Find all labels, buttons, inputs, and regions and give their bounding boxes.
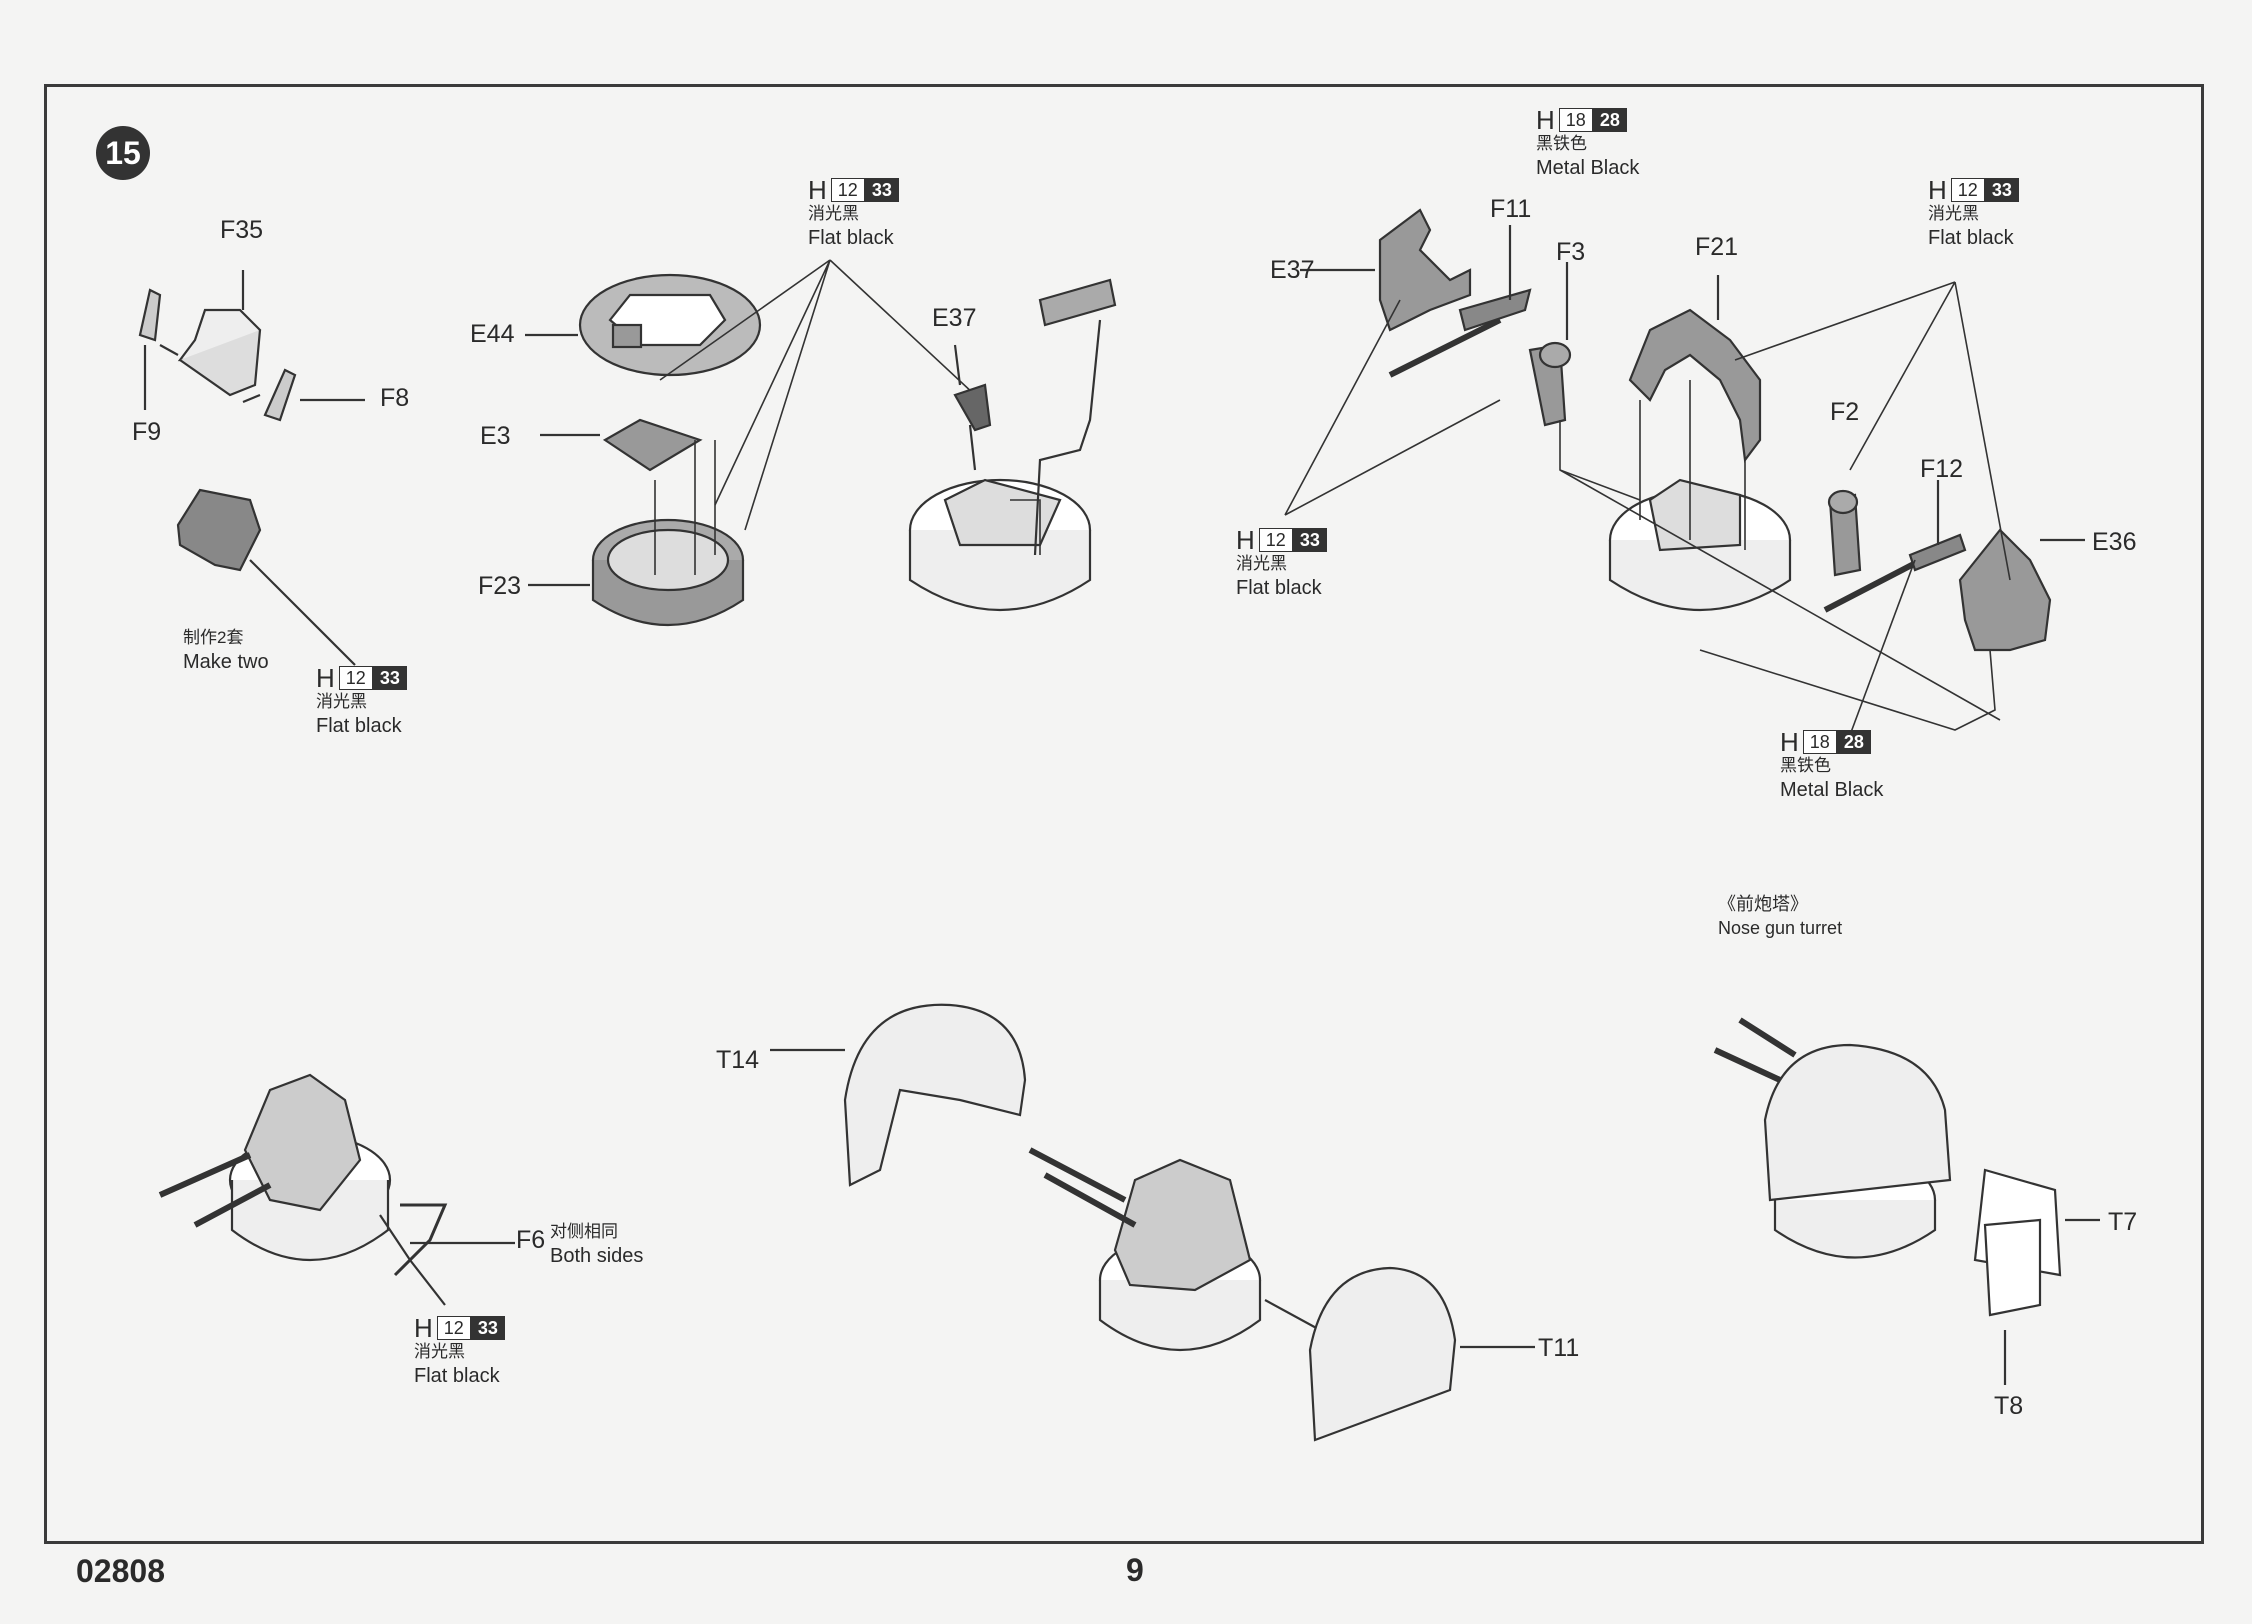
- part-label-t14: T14: [716, 1046, 760, 1074]
- part-label-f6: F6: [516, 1226, 546, 1254]
- part-t11-hood-drawing: [1308, 1266, 1535, 1442]
- step-number-badge: 15: [96, 126, 150, 180]
- page-number: 9: [1126, 1552, 1144, 1588]
- part-f21-shield-drawing: [1628, 275, 1762, 463]
- part-e3-bracket-drawing: [540, 418, 703, 472]
- note-nose-gun-turret: 《前炮塔》 Nose gun turret: [1718, 894, 1843, 938]
- part-e37-frame-drawing: [1300, 208, 1472, 332]
- part-label-e37-center: E37: [932, 304, 977, 332]
- part-label-f12: F12: [1920, 455, 1964, 483]
- part-upper-right-base-drawing: [1608, 380, 1792, 611]
- part-bracket-drawing: [176, 488, 356, 666]
- kit-code: 02808: [76, 1553, 165, 1589]
- part-f3-mount-drawing: [1528, 262, 1572, 427]
- part-label-t8: T8: [1994, 1392, 2024, 1420]
- part-label-f8: F8: [380, 384, 410, 412]
- part-label-f11: F11: [1490, 195, 1532, 223]
- part-label-e37-right: E37: [1270, 256, 1315, 284]
- part-e36-frame-drawing: [1958, 528, 2085, 652]
- part-label-f9: F9: [132, 418, 162, 446]
- part-label-f2: F2: [1830, 398, 1860, 426]
- part-turret-base-drawing: [908, 278, 1117, 611]
- part-f35-seat-drawing: [138, 270, 365, 422]
- assembled-turret-center-drawing: [1028, 1147, 1321, 1352]
- assembled-turret-left-drawing: [158, 1073, 515, 1306]
- part-e44-ring-drawing: [525, 273, 762, 377]
- part-label-t7: T7: [2108, 1208, 2138, 1236]
- part-label-e44: E44: [470, 320, 515, 348]
- note-make-two: 制作2套 Make two: [183, 628, 269, 673]
- note-both-sides: 对侧相同 Both sides: [550, 1222, 644, 1267]
- part-f23-base-drawing: [528, 518, 745, 627]
- part-label-e36: E36: [2092, 528, 2137, 556]
- part-t14-hood-drawing: [770, 1003, 1027, 1187]
- page-border: [44, 84, 2204, 1544]
- part-label-f21: F21: [1695, 233, 1739, 261]
- part-label-f3: F3: [1556, 238, 1586, 266]
- part-f11-gun-drawing: [1388, 225, 1532, 378]
- part-label-f35: F35: [220, 216, 264, 244]
- part-f2-mount-drawing: [1827, 489, 1862, 577]
- part-label-f23: F23: [478, 572, 522, 600]
- part-label-t11: T11: [1538, 1334, 1580, 1362]
- nose-turret-drawing: [1713, 1017, 2100, 1385]
- part-label-e3: E3: [480, 422, 511, 450]
